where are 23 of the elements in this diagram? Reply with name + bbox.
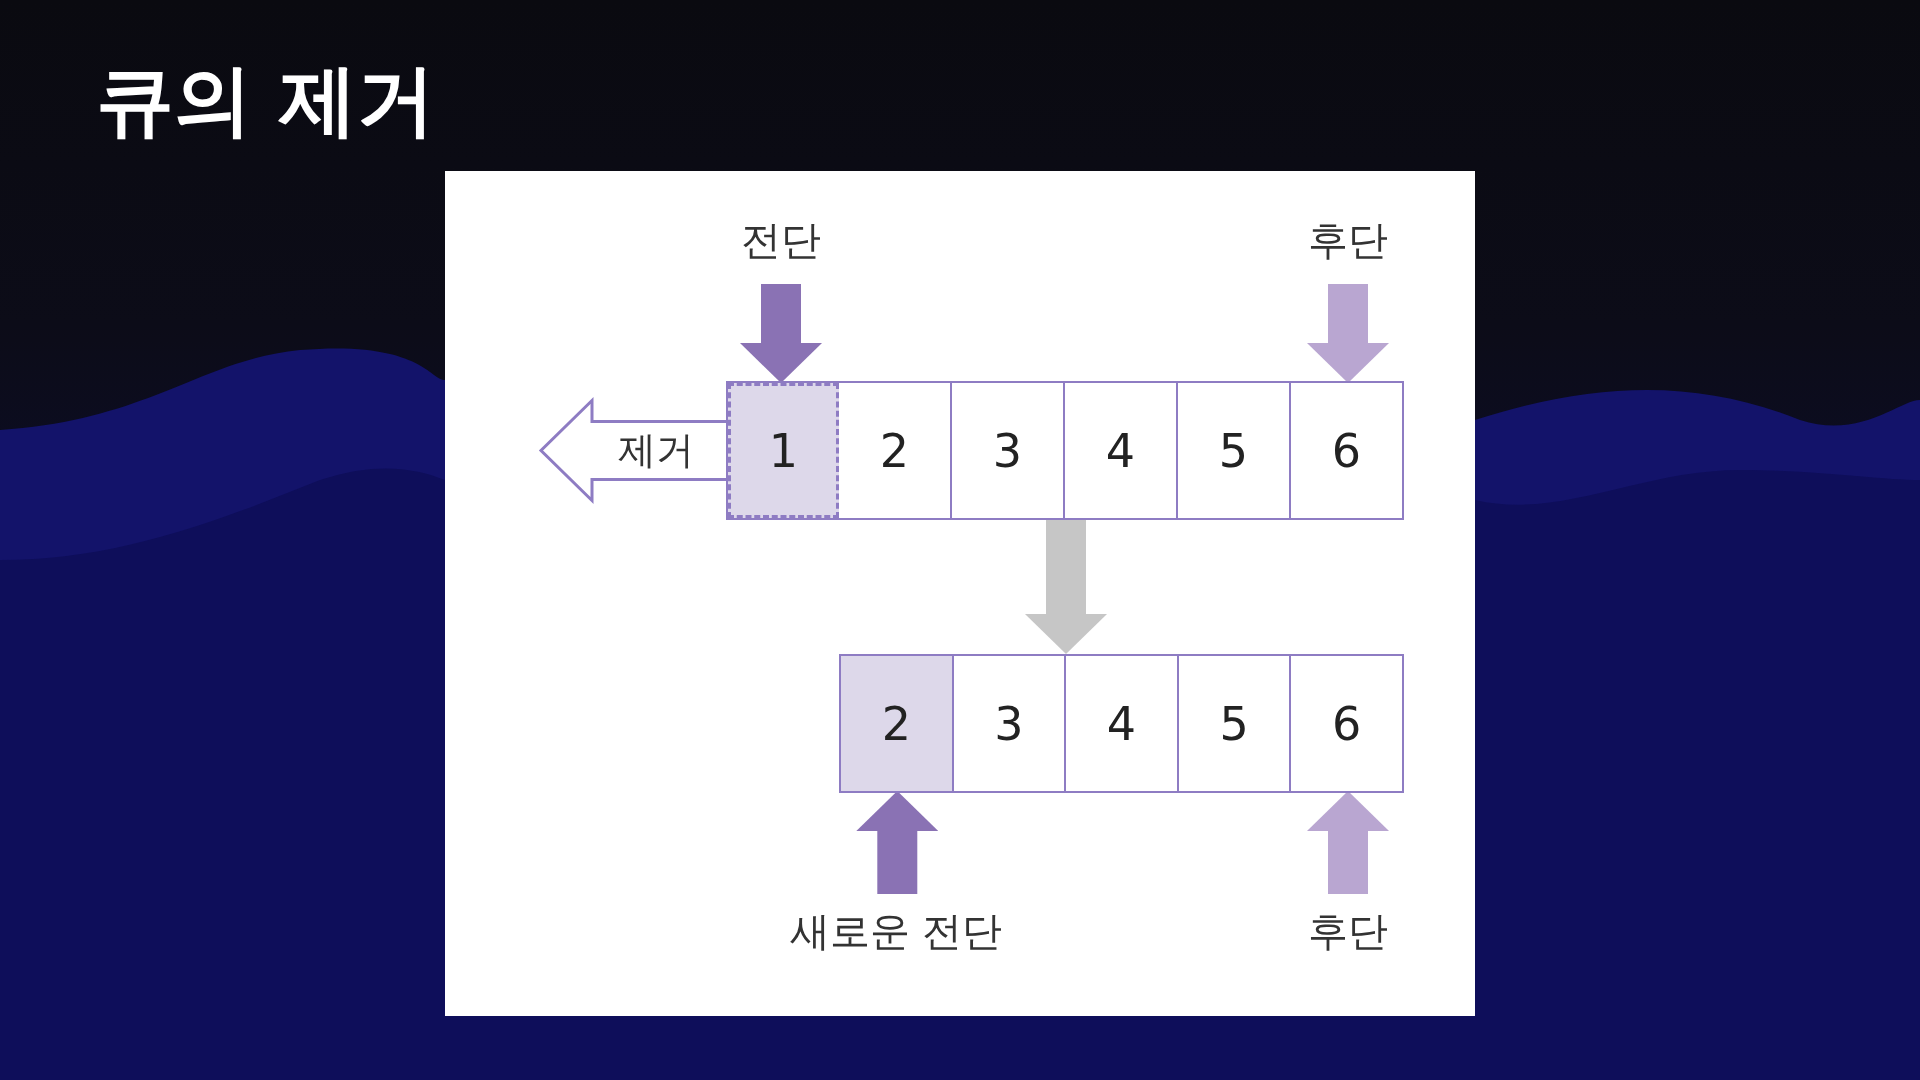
- block-arrow: [1025, 520, 1107, 654]
- queue-cell: 3: [953, 656, 1067, 791]
- queue-cell: 5: [1178, 656, 1292, 791]
- queue-cell: 4: [1066, 656, 1179, 791]
- queue-cell: 6: [1291, 383, 1402, 518]
- queue-cell: 6: [1291, 656, 1402, 791]
- queue-cell: 1: [728, 383, 839, 518]
- block-arrow: [1307, 791, 1389, 894]
- queue-cell: 3: [952, 383, 1065, 518]
- title: 큐의 제거: [96, 58, 436, 144]
- queue-cell: 4: [1065, 383, 1178, 518]
- queue-cell: 2: [841, 656, 954, 791]
- queue-cell: 2: [839, 383, 952, 518]
- block-arrow: [856, 791, 939, 894]
- queue-row: [726, 381, 1404, 520]
- queue-cell: 5: [1178, 383, 1291, 518]
- block-arrow: [740, 284, 822, 383]
- pointer-label: 후단: [1298, 894, 1398, 968]
- pointer-label: 새로운 전단: [776, 894, 1016, 968]
- pointer-label: 전단: [731, 196, 831, 284]
- block-arrow: [1307, 284, 1389, 383]
- pointer-label: 후단: [1298, 196, 1398, 284]
- queue-row: [839, 654, 1404, 793]
